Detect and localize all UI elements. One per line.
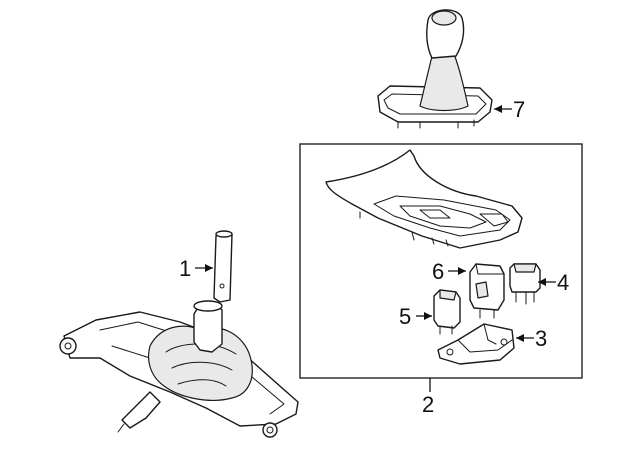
svg-text:2: 2: [422, 392, 434, 417]
bracket-3: [437, 323, 515, 365]
svg-text:3: 3: [535, 326, 547, 351]
shift-knob-boot: [377, 9, 493, 129]
svg-text:7: 7: [513, 97, 525, 122]
callout-1: 1: [179, 256, 213, 281]
callout-5: 5: [399, 304, 432, 329]
switch-4: [509, 263, 541, 305]
part-2-group-box: [299, 143, 583, 379]
callout-2: 2: [422, 378, 434, 417]
switch-5: [433, 289, 461, 335]
svg-text:6: 6: [432, 259, 444, 284]
console-trim-plate: [325, 149, 523, 249]
gearshift-assembly: [59, 230, 299, 438]
svg-text:1: 1: [179, 256, 191, 281]
svg-text:5: 5: [399, 304, 411, 329]
svg-text:4: 4: [557, 270, 569, 295]
switch-6: [469, 263, 505, 319]
callout-6: 6: [432, 259, 466, 284]
callout-7: 7: [494, 97, 525, 122]
callout-3: 3: [516, 326, 547, 351]
callout-4: 4: [538, 270, 569, 295]
